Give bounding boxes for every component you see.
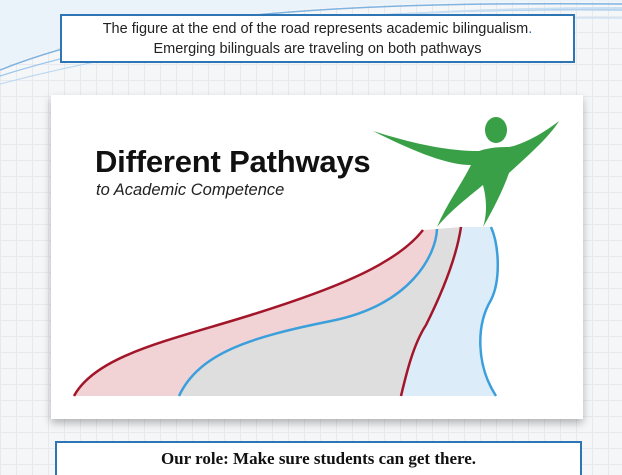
gray-pathway-fill — [179, 227, 461, 396]
lightblue-pathway-fill — [401, 227, 498, 396]
intro-line-1-text: The figure at the end of the road repres… — [102, 20, 529, 37]
red-path-line-left — [72, 229, 424, 397]
blue-path-line-left — [177, 228, 439, 397]
pathways-picture: Different Pathways to Academic Competenc… — [51, 95, 583, 419]
role-text-box: Our role: Make sure students can get the… — [55, 441, 582, 475]
intro-line-1: The figure at the end of the road repres… — [103, 19, 533, 39]
red-path-line-right — [399, 226, 463, 397]
picture-subtitle: to Academic Competence — [96, 181, 285, 199]
picture-title: Different Pathways — [95, 144, 371, 179]
intro-line-2: Emerging bilinguals are traveling on bot… — [153, 40, 482, 57]
intro-line-1-period: . — [528, 20, 533, 37]
green-figure — [373, 117, 559, 227]
blue-path-line-right — [479, 226, 499, 397]
pink-pathway-fill — [74, 229, 437, 396]
intro-text-box: The figure at the end of the road repres… — [60, 14, 575, 63]
pathways-drawing — [72, 117, 559, 397]
role-text: Our role: Make sure students can get the… — [160, 449, 477, 468]
